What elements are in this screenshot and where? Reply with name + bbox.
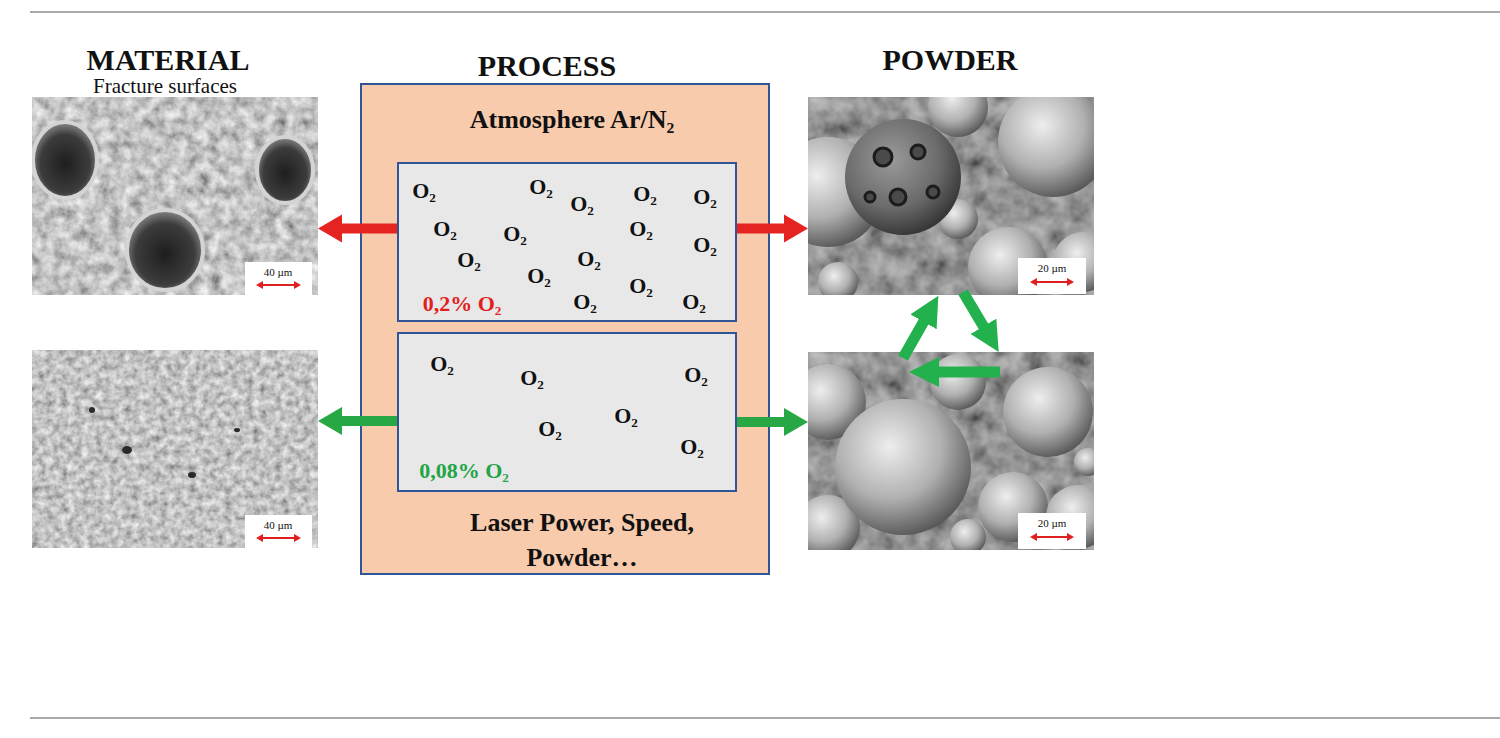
- oxide-spot: [874, 148, 892, 166]
- scale-box: [1018, 513, 1086, 549]
- sem-image: 20 µm: [808, 352, 1094, 550]
- particle: [1003, 367, 1093, 457]
- oxide-spot: [911, 145, 925, 159]
- particle: [928, 77, 988, 137]
- scale-box: [1018, 258, 1086, 294]
- oxygen-molecule: O₂: [682, 289, 706, 314]
- atmosphere-box: O₂O₂O₂O₂O₂O₂O₂O₂O₂O₂O₂O₂O₂0,2% O₂O₂O₂: [397, 162, 737, 322]
- scale-head: [1030, 533, 1037, 541]
- scale-head: [294, 534, 301, 542]
- oxygen-molecule: O₂: [430, 351, 454, 376]
- oxygen-molecule: O₂: [529, 174, 553, 199]
- fracture-image: [32, 97, 318, 295]
- oxide-spot: [927, 186, 939, 198]
- pore: [33, 122, 97, 198]
- scale-head: [1030, 278, 1037, 286]
- scale-bar: [1035, 536, 1069, 538]
- oxygen-level: 0,2% O₂: [423, 291, 502, 316]
- column-heading: POWDER: [883, 43, 1018, 77]
- scale-head: [1067, 533, 1074, 541]
- flow-arrow: [318, 407, 397, 435]
- oxygen-molecule: O₂: [412, 178, 436, 203]
- oxygen-molecule: O₂: [520, 365, 544, 390]
- oxygen-molecule: O₂: [693, 232, 717, 257]
- scale-label: 20 µm: [1038, 262, 1067, 275]
- scale-label: 40 µm: [264, 266, 293, 279]
- recycle-arrow: [903, 314, 928, 358]
- particle: [930, 354, 986, 410]
- oxygen-molecule: O₂: [457, 247, 481, 272]
- fracture-texture: [32, 350, 318, 548]
- scale-label: 20 µm: [1038, 517, 1067, 530]
- sem-image: 20 µm: [808, 97, 1094, 295]
- scale-box: [245, 262, 312, 295]
- oxygen-molecule: O₂: [433, 216, 457, 241]
- oxygen-molecule: O₂: [527, 263, 551, 288]
- top-rule: [30, 12, 1500, 13]
- oxygen-molecule: O₂: [629, 273, 653, 298]
- process-parameters: Laser Power, Speed, Powder…: [437, 505, 727, 575]
- oxygen-molecule: O₂: [629, 216, 653, 241]
- powder-image: [790, 352, 1110, 559]
- oxygen-level: 0,08% O₂: [419, 458, 509, 483]
- sem-image: 40 µm: [32, 350, 318, 548]
- oxygen-molecule: O₂: [538, 416, 562, 441]
- scale-head: [294, 281, 301, 289]
- bottom-rule: [30, 718, 1500, 719]
- oxygen-molecule: O₂: [503, 221, 527, 246]
- scale-bar: [1035, 281, 1069, 283]
- scale-label: 40 µm: [264, 519, 293, 532]
- oxide-spot: [865, 192, 875, 202]
- oxygen-molecule: O₂: [693, 184, 717, 209]
- oxygen-molecule: O₂: [573, 289, 597, 314]
- pore: [234, 428, 240, 432]
- atmosphere-box: O₂ O₂ O₂ O₂ O₂ O₂ 0,08% O₂: [397, 332, 737, 492]
- flow-arrow: [318, 215, 397, 243]
- powder-image: [773, 77, 1113, 307]
- particle: [1074, 448, 1102, 476]
- process-box: PROCESSAtmosphere Ar/N₂Laser Power, Spee…: [360, 83, 770, 575]
- particle: [835, 399, 971, 535]
- flow-arrow: [737, 408, 808, 436]
- fracture-image: [32, 350, 318, 548]
- scale-bar: [261, 284, 296, 286]
- fracture-texture: [32, 97, 318, 295]
- sem-image: 40 µm: [32, 97, 318, 295]
- particle: [950, 519, 986, 555]
- column-heading: PROCESS: [478, 49, 616, 84]
- atmosphere-heading: Atmosphere Ar/N₂: [470, 105, 674, 135]
- recycle-arrow: [930, 367, 1000, 378]
- oxygen-molecule: O₂: [684, 362, 708, 387]
- recycle-symbol: [903, 292, 1000, 372]
- oxide-spot: [890, 189, 906, 205]
- scale-head: [256, 281, 263, 289]
- particle: [818, 262, 858, 302]
- column-subheading: Fracture surfaces: [93, 74, 237, 99]
- oxidised-particle: [845, 119, 961, 235]
- pore: [122, 446, 132, 454]
- oxygen-molecule: O₂: [680, 434, 704, 459]
- scale-head: [256, 534, 263, 542]
- oxygen-molecule: O₂: [577, 246, 601, 271]
- oxygen-molecule: O₂: [633, 181, 657, 206]
- flow-arrow: [737, 215, 808, 243]
- pore: [89, 407, 95, 413]
- scale-box: [245, 515, 312, 548]
- pore: [127, 210, 203, 290]
- pore: [257, 137, 313, 203]
- scale-head: [1067, 278, 1074, 286]
- oxygen-molecule: O₂: [570, 191, 594, 216]
- scale-bar: [261, 537, 296, 539]
- particle: [998, 87, 1108, 197]
- oxygen-molecule: O₂: [614, 403, 638, 428]
- column-heading: MATERIAL: [87, 43, 250, 77]
- recycle-arrow: [963, 292, 988, 334]
- pore: [188, 472, 196, 478]
